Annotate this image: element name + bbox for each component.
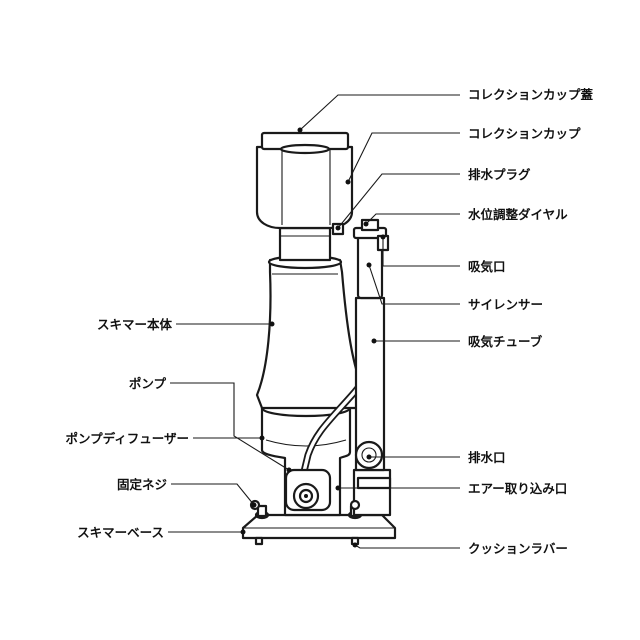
label-air-tube: 吸気チューブ <box>468 334 543 349</box>
collection-cup <box>255 145 354 230</box>
skimmer-body <box>255 254 368 410</box>
label-skimmer-body: スキマー本体 <box>97 317 173 332</box>
pump <box>284 468 332 512</box>
label-air-intake: 吸気口 <box>468 259 506 274</box>
label-pump: ポンプ <box>129 376 167 391</box>
label-cushion-rubber: クッションラバー <box>468 541 568 556</box>
label-skimmer-base: スキマーベース <box>77 525 164 540</box>
label-collection-cup-lid: コレクションカップ蓋 <box>468 87 594 102</box>
collection-cup-lid <box>260 131 350 155</box>
label-air-inlet: エアー取り込み口 <box>468 481 567 496</box>
drain-column <box>352 218 392 517</box>
label-fixing-screw: 固定ネジ <box>117 477 168 492</box>
cup-neck <box>278 226 332 262</box>
label-drain-plug: 排水プラグ <box>468 167 531 182</box>
leader-lines <box>297 94 460 549</box>
label-collection-cup: コレクションカップ <box>468 126 581 141</box>
label-water-level-dial: 水位調整ダイヤル <box>468 207 568 222</box>
label-silencer: サイレンサー <box>468 297 543 312</box>
label-drain-outlet: 排水口 <box>468 450 506 465</box>
label-pump-diffuser: ポンプディフューザー <box>65 431 189 446</box>
leader-lines-left <box>168 321 292 535</box>
